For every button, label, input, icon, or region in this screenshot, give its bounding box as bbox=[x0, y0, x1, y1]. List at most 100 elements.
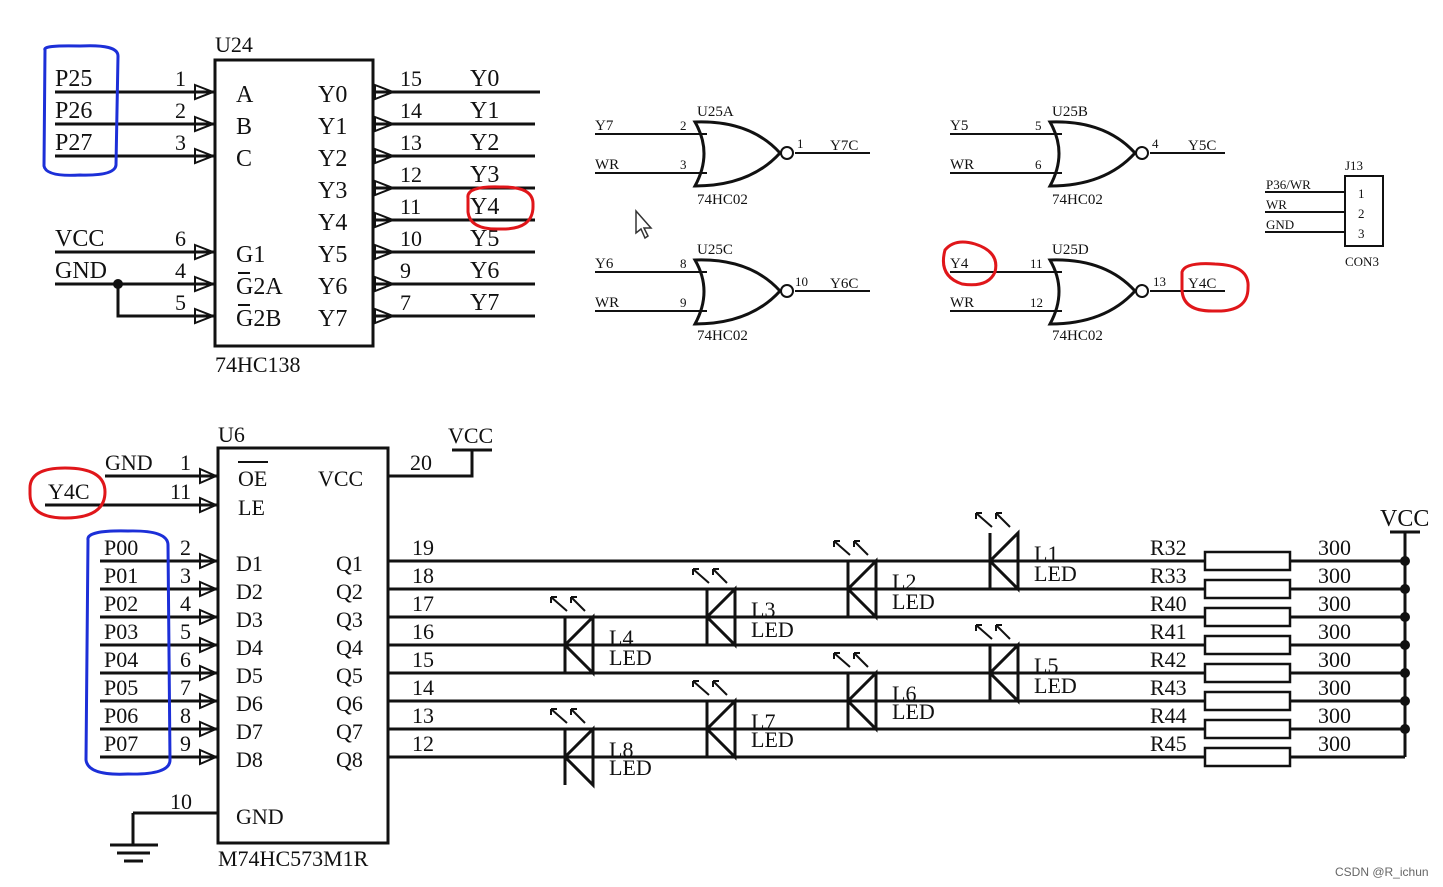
gate-part: 74HC02 bbox=[1052, 192, 1103, 208]
led-ref: L4 bbox=[609, 625, 633, 650]
highlight-y4c-output bbox=[1180, 262, 1250, 313]
u6-in-net-1: P01 bbox=[104, 563, 138, 588]
resistor-body bbox=[1203, 634, 1292, 656]
gate-in2-net: WR bbox=[595, 295, 619, 311]
u24-out-pin-0: 15 bbox=[400, 66, 422, 91]
u6-in-pin-5: 7 bbox=[180, 675, 191, 700]
q-output-wires bbox=[388, 559, 1205, 759]
gate-u25c: Y6 WR 8 9 10 Y6C U25C 74HC02 bbox=[595, 242, 870, 344]
u6-out-pin-3: 16 bbox=[412, 619, 434, 644]
led-light-arrows bbox=[833, 540, 869, 556]
nor-gate-body bbox=[692, 120, 783, 188]
gate-ref: U25D bbox=[1052, 242, 1089, 258]
resistor-value: 300 bbox=[1318, 563, 1351, 588]
u6-gnd-name: GND bbox=[236, 804, 284, 829]
gate-in1-pin: 8 bbox=[680, 256, 687, 271]
u24-out-net-4: Y4 bbox=[470, 194, 499, 220]
u6-latch: U6 M74HC573M1R GND Y4C 1 11 OE LE VCC 20… bbox=[45, 422, 493, 871]
u24-input-wires bbox=[55, 90, 215, 318]
resistor-ref: R32 bbox=[1150, 535, 1187, 560]
gate-in2-net: WR bbox=[595, 157, 619, 173]
led-light-arrows bbox=[550, 708, 586, 724]
led-light-arrows bbox=[550, 596, 586, 612]
highlight-p00-p07 bbox=[84, 529, 172, 776]
led-symbol bbox=[987, 641, 1020, 705]
highlight-y4-input bbox=[941, 240, 998, 287]
resistor-r42: R42 300 bbox=[1150, 647, 1351, 684]
nor-bubble bbox=[1135, 146, 1149, 160]
gate-u25b: Y5 WR 5 6 4 Y5C U25B 74HC02 bbox=[950, 104, 1225, 208]
resistor-r45: R45 300 bbox=[1150, 731, 1351, 768]
u24-out-name-6: Y6 bbox=[318, 274, 347, 300]
gate-part: 74HC02 bbox=[697, 192, 748, 208]
u6-out-pin-4: 15 bbox=[412, 647, 434, 672]
u6-vcc-pin: 20 bbox=[410, 450, 432, 475]
gate-wires bbox=[950, 133, 1225, 174]
resistor-r33: R33 300 bbox=[1150, 563, 1351, 600]
u24-out-name-7: Y7 bbox=[318, 306, 347, 332]
u6-in-name-5: D6 bbox=[236, 691, 263, 716]
u6-oe-name: OE bbox=[238, 466, 267, 491]
led-symbol bbox=[704, 697, 737, 761]
u24-in-pin-2: 3 bbox=[175, 130, 186, 155]
led-l3: L3 LED bbox=[692, 568, 794, 649]
gate-out-net: Y5C bbox=[1188, 138, 1216, 154]
nor-bubble bbox=[780, 146, 794, 160]
u6-vcc-pin-name: VCC bbox=[318, 466, 363, 491]
gate-out-net: Y4C bbox=[1188, 276, 1216, 292]
u6-out-pin-5: 14 bbox=[412, 675, 434, 700]
u24-output-wires bbox=[373, 90, 540, 318]
gate-out-net: Y6C bbox=[830, 276, 858, 292]
led-l2: L2 LED bbox=[833, 540, 935, 621]
u24-out-pin-7: 7 bbox=[400, 290, 411, 315]
u6-out-pin-2: 17 bbox=[412, 591, 434, 616]
u6-out-name-3: Q4 bbox=[336, 635, 363, 660]
u6-in-pin-1: 3 bbox=[180, 563, 191, 588]
u24-in-pin-0: 1 bbox=[175, 66, 186, 91]
u6-le-net: Y4C bbox=[48, 479, 90, 504]
gate-in2-pin: 9 bbox=[680, 295, 687, 310]
u24-out-pin-4: 11 bbox=[400, 194, 421, 219]
u24-out-pin-1: 14 bbox=[400, 98, 422, 123]
led-light-arrows bbox=[692, 568, 728, 584]
u6-gnd-symbol bbox=[110, 811, 218, 863]
u6-in-net-7: P07 bbox=[104, 731, 138, 756]
resistor-value: 300 bbox=[1318, 647, 1351, 672]
led-symbol bbox=[562, 725, 595, 789]
led-symbol bbox=[704, 585, 737, 649]
watermark: CSDN @R_ichun bbox=[1335, 865, 1429, 879]
u6-in-name-2: D3 bbox=[236, 607, 263, 632]
u6-le-name: LE bbox=[238, 495, 265, 520]
resistor-r43: R43 300 bbox=[1150, 675, 1351, 712]
resistor-body bbox=[1203, 606, 1292, 628]
highlight-p25-p27 bbox=[42, 44, 120, 177]
u6-oe-pin: 1 bbox=[180, 450, 191, 475]
u6-in-net-3: P03 bbox=[104, 619, 138, 644]
gate-in1-pin: 2 bbox=[680, 118, 687, 133]
highlight-y4-output bbox=[466, 185, 535, 231]
u6-in-name-3: D4 bbox=[236, 635, 263, 660]
highlight-y4c-le bbox=[28, 466, 107, 520]
u6-out-name-5: Q6 bbox=[336, 691, 363, 716]
led-l1: L1 LED bbox=[975, 512, 1077, 593]
gate-in2-pin: 3 bbox=[680, 157, 687, 172]
u6-in-net-5: P05 bbox=[104, 675, 138, 700]
gate-in1-net: Y6 bbox=[595, 256, 614, 272]
j13-net-1: WR bbox=[1266, 197, 1287, 212]
led-light-arrows bbox=[833, 652, 869, 668]
nor-gate-body bbox=[692, 258, 783, 326]
led-ref: L7 bbox=[751, 709, 775, 734]
gate-in2-pin: 12 bbox=[1030, 295, 1043, 310]
gate-ref: U25C bbox=[697, 242, 733, 258]
gate-wires bbox=[595, 133, 870, 174]
u24-input-arrows bbox=[194, 83, 216, 325]
led-type: LED bbox=[1034, 561, 1077, 586]
mouse-cursor-icon bbox=[635, 209, 653, 240]
u24-out-name-1: Y1 bbox=[318, 114, 347, 140]
u24-out-net-2: Y2 bbox=[470, 130, 499, 156]
resistor-body bbox=[1203, 690, 1292, 712]
u24-in-name-5: G2B bbox=[236, 306, 281, 332]
gnd-junction bbox=[113, 279, 123, 289]
gate-wires bbox=[595, 271, 870, 312]
u24-in-net-0: P25 bbox=[55, 66, 92, 92]
